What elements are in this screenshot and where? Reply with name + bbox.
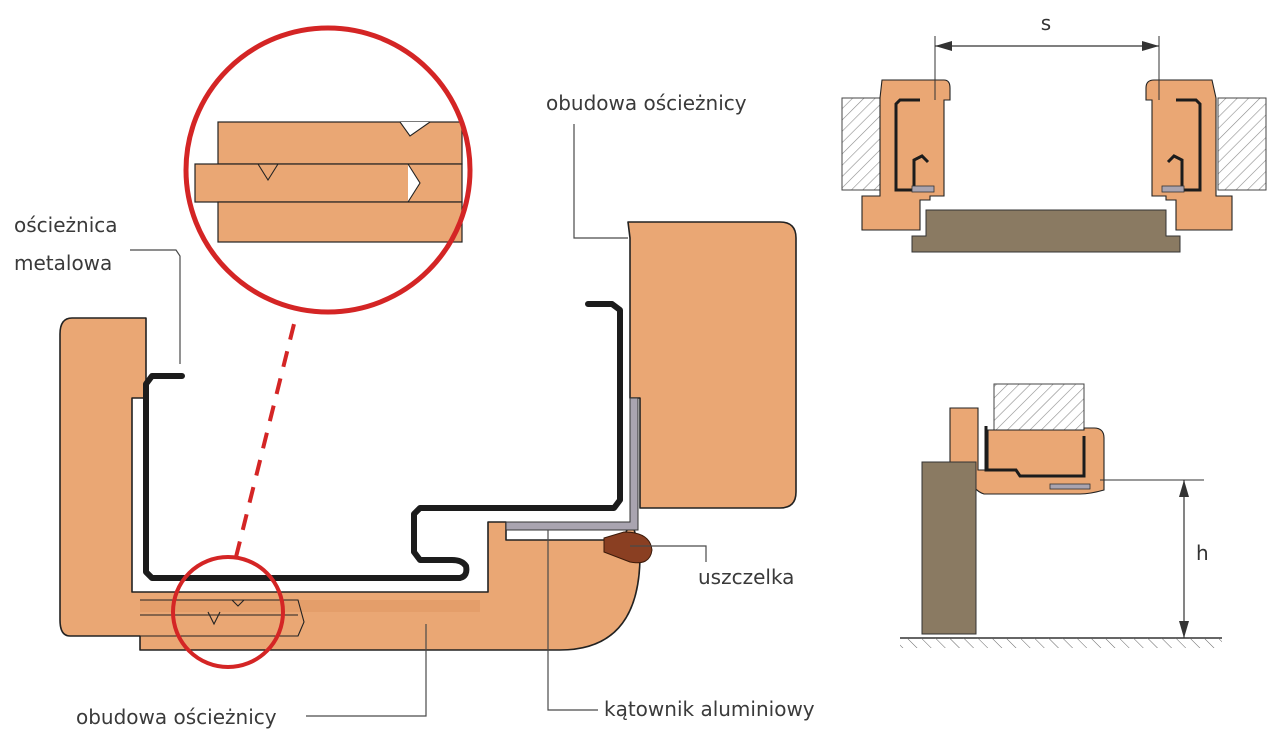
magnified-joint (194, 121, 463, 243)
casing-insert (140, 599, 305, 637)
casing-left-bottom (59, 317, 641, 651)
aluminium-angle (505, 397, 639, 531)
jamb-right-steel (1166, 98, 1202, 192)
seal (603, 531, 653, 564)
jamb-left-angle (911, 185, 935, 193)
plan-threshold (911, 209, 1181, 253)
magnifier-small-circle (171, 555, 285, 669)
elevation-head-steel (984, 426, 1086, 478)
elevation-view: h (900, 383, 1222, 648)
jamb-right-angle (1161, 185, 1185, 193)
casing-right (627, 221, 797, 509)
leader-seal (630, 545, 707, 562)
label-metal-frame-line1: ościeżnica (14, 213, 118, 237)
label-casing-bottom: obudowa ościeżnicy (76, 705, 277, 729)
leader-aluminium-angle (547, 530, 598, 711)
elevation-wall (993, 383, 1085, 435)
dimension-h-arrow-top (1179, 480, 1189, 497)
elevation-leaf (921, 461, 977, 635)
jamb-right-casing (1145, 79, 1233, 231)
dimension-s-arrow-left (935, 41, 952, 51)
main-section (59, 221, 797, 651)
main-labels: ościeżnica metalowa obudowa ościeżnicy o… (14, 91, 815, 729)
label-aluminium-angle: kątownik aluminiowy (604, 697, 815, 721)
leader-metal-frame (130, 249, 181, 364)
dimension-h-label: h (1196, 541, 1209, 565)
magnifier-large-circle (183, 25, 473, 315)
label-seal: uszczelka (698, 565, 794, 589)
jamb-left-casing (861, 79, 951, 231)
magnifier (171, 25, 473, 669)
metal-frame-profile (143, 301, 623, 581)
dimension-h-arrow-bottom (1179, 621, 1189, 638)
label-metal-frame-line2: metalowa (14, 251, 112, 275)
elevation-floor-hatch (900, 638, 1222, 648)
jamb-left-steel (894, 98, 930, 192)
label-casing-top: obudowa ościeżnicy (546, 91, 747, 115)
leader-casing-top (573, 124, 628, 239)
casing-shade (140, 600, 480, 612)
dimension-s-label: s (1041, 11, 1051, 35)
wall-right (1217, 97, 1267, 191)
plan-view: s (841, 11, 1267, 253)
dimension-s-arrow-right (1142, 41, 1159, 51)
leader-casing-bottom (306, 624, 427, 717)
elevation-head-angle (1049, 483, 1091, 490)
magnifier-connector (234, 315, 298, 558)
